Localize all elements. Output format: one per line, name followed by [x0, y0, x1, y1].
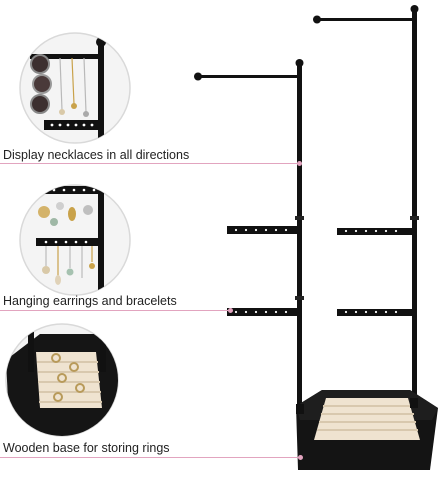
- earring-detail-icon: [19, 184, 131, 296]
- caption-rule-dot-earrings: [228, 308, 233, 313]
- ring-tray-detail-icon: [5, 323, 119, 437]
- caption-rule-earrings: [0, 310, 230, 311]
- caption-necklaces: Display necklaces in all directions: [3, 148, 190, 162]
- tower-stand: [194, 5, 438, 470]
- necklace-detail-icon: [19, 32, 131, 144]
- caption-base: Wooden base for storing rings: [3, 441, 170, 455]
- caption-rule-base: [0, 457, 300, 458]
- caption-rule-dot-necklaces: [297, 161, 302, 166]
- caption-rule-necklaces: [0, 163, 299, 164]
- caption-earrings: Hanging earrings and bracelets: [3, 294, 177, 308]
- caption-rule-dot-base: [298, 455, 303, 460]
